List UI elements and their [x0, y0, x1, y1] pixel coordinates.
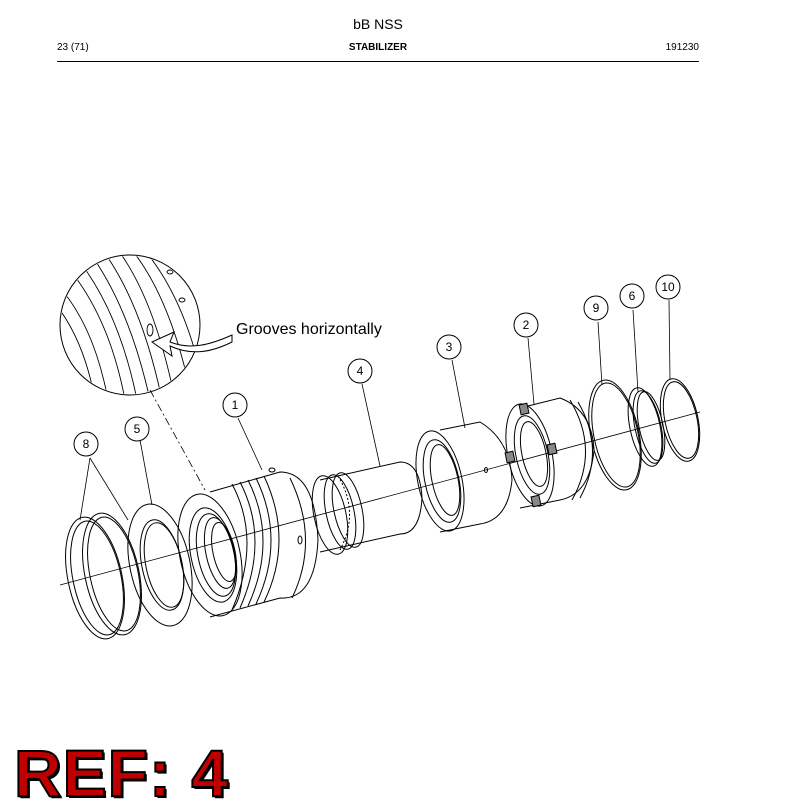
callout-label-8: 8 — [83, 437, 90, 451]
part-9-ring — [588, 379, 642, 491]
callout-1 — [222, 392, 248, 418]
part-8-o-rings — [65, 512, 142, 640]
part-5-washer — [127, 503, 193, 627]
detail-leader — [149, 389, 206, 491]
groove-detail-view — [59, 254, 201, 396]
center-axis — [59, 411, 701, 586]
part-4-piston — [311, 461, 423, 555]
callout-label-5: 5 — [134, 422, 141, 436]
leader-lines — [79, 299, 671, 521]
part-10-seal-ring — [659, 378, 701, 462]
header-divider — [57, 61, 699, 62]
page-header: 23 (71) STABILIZER 191230 — [57, 42, 699, 56]
callout-label-10: 10 — [661, 280, 675, 294]
part-2-lock-nut — [504, 397, 595, 509]
callout-4 — [347, 358, 373, 384]
part-1-housing — [177, 467, 319, 618]
groove-arrow-icon — [150, 331, 233, 358]
callout-label-3: 3 — [446, 340, 453, 354]
callout-label-2: 2 — [523, 318, 530, 332]
section-title: STABILIZER — [348, 42, 408, 53]
callout-6 — [619, 283, 645, 309]
callout-9 — [583, 295, 609, 321]
callout-label-6: 6 — [629, 289, 636, 303]
document-title: bB NSS — [353, 16, 403, 32]
callout-label-9: 9 — [593, 301, 600, 315]
callout-8 — [73, 431, 99, 457]
ref-stamp: REF: 4 — [13, 736, 230, 810]
page-number: 23 (71) — [57, 42, 89, 53]
callout-2 — [513, 312, 539, 338]
callout-5 — [124, 416, 150, 442]
groove-note: Grooves horizontally — [236, 321, 382, 338]
callout-3 — [436, 334, 462, 360]
part-3-nut — [415, 421, 513, 533]
callout-label-4: 4 — [357, 364, 364, 378]
callout-label-1: 1 — [232, 398, 239, 412]
callout-10 — [655, 274, 681, 300]
document-id: 191230 — [665, 42, 699, 53]
